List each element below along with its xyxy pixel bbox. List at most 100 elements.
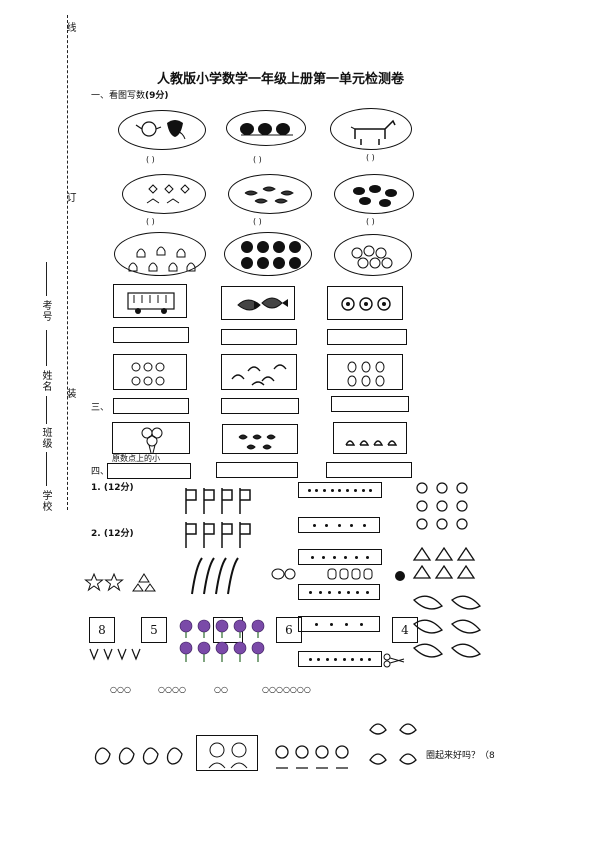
number-box: 4	[392, 617, 418, 643]
pear-icon	[271, 568, 373, 580]
picture-box-flowers	[327, 286, 403, 320]
answer-paren[interactable]: ( )	[366, 153, 375, 162]
bus-icon	[127, 292, 175, 314]
fish-icon	[238, 434, 276, 450]
picture-box-ducks	[333, 422, 407, 454]
field-label-class: 班级	[40, 427, 51, 449]
section4-partial-text: 原数点上的小	[112, 454, 160, 463]
oval-picture-5	[228, 174, 312, 214]
answer-box[interactable]	[113, 327, 189, 343]
oval-picture-8	[224, 232, 312, 276]
q1-heading: 1. (12分)	[91, 484, 134, 493]
bird-mushroom-icon	[135, 120, 186, 140]
oval-picture-2	[226, 110, 306, 146]
dot-box-4	[298, 616, 380, 632]
q1-points: (12分)	[103, 483, 134, 493]
banana-icon	[191, 557, 239, 595]
dot-box-7	[298, 584, 380, 600]
circle-group: ○○	[214, 685, 228, 694]
cup-icon	[89, 648, 141, 661]
q2-points: (12分)	[103, 529, 134, 539]
picture-box-balloons	[112, 422, 190, 454]
picture-box-apples	[113, 354, 187, 390]
snail-icon	[240, 123, 293, 136]
picture-box-fish-small	[222, 424, 298, 454]
number-box: 6	[276, 617, 302, 643]
binding-label-staple: 订	[64, 192, 75, 203]
ball-icon	[241, 241, 301, 269]
chick-icon	[275, 745, 349, 769]
section1-label: 一、看图写数	[91, 91, 146, 101]
binding-label-bind: 装	[64, 388, 75, 399]
answer-box[interactable]	[221, 398, 299, 414]
binding-label-line: 线	[64, 22, 75, 33]
answer-box[interactable]	[221, 329, 297, 345]
flag-icon	[185, 488, 251, 548]
dot-box-9	[298, 482, 382, 498]
oval-picture-7	[114, 232, 206, 276]
picture-box-birds	[221, 354, 297, 390]
leaf-icon	[146, 184, 190, 204]
field-line-name[interactable]	[46, 330, 47, 366]
flower-icon	[179, 619, 265, 662]
circle-group: ○○○○	[158, 685, 186, 694]
answer-paren[interactable]: ( )	[253, 217, 262, 226]
answer-box[interactable]	[216, 462, 298, 478]
answer-box[interactable]	[107, 463, 191, 479]
triangle-icon	[412, 546, 476, 579]
oval-picture-3	[330, 108, 412, 150]
oval-picture-9	[334, 234, 412, 276]
q2-number: 2.	[91, 529, 101, 539]
star-icon	[84, 572, 156, 592]
binding-dashed-line	[67, 15, 68, 510]
answer-paren[interactable]: ( )	[146, 155, 155, 164]
picture-box-bus	[113, 284, 187, 318]
leaf-icon	[412, 595, 482, 658]
answer-box[interactable]	[327, 329, 407, 345]
bottom-question-text: 圈起来好吗？（8	[426, 751, 495, 761]
field-label-name: 姓名	[40, 370, 51, 392]
oval-picture-1	[118, 110, 206, 150]
pear-icon	[347, 361, 385, 387]
answer-box[interactable]	[326, 462, 412, 478]
bell-icon	[128, 246, 196, 272]
answer-box[interactable]	[113, 398, 189, 414]
number-box: 8	[89, 617, 115, 643]
oval-picture-6	[334, 174, 414, 214]
section1-heading: 一、看图写数(9分)	[91, 92, 169, 101]
cloud-icon	[351, 245, 393, 269]
q2-heading: 2. (12分)	[91, 530, 134, 539]
acorn-icon	[395, 571, 405, 581]
children-icon	[208, 742, 248, 769]
field-label-school: 学校	[40, 490, 51, 512]
chick-icon	[353, 185, 397, 207]
section3-label: 三、	[91, 403, 110, 413]
dot-box-5	[298, 517, 380, 533]
picture-box-pears	[327, 354, 403, 390]
bird-icon	[231, 364, 287, 386]
duckling-icon	[369, 723, 417, 765]
page-title: 人教版小学数学一年级上册第一单元检测卷	[157, 72, 405, 87]
answer-box[interactable]	[331, 396, 409, 412]
circle-group: ○○○	[110, 685, 131, 694]
dot-box-6	[298, 549, 382, 565]
donkey-icon	[350, 119, 396, 145]
answer-paren[interactable]: ( )	[146, 217, 155, 226]
picture-box-children	[196, 735, 258, 771]
field-line-exam-no[interactable]	[46, 262, 47, 296]
oval-picture-4	[122, 174, 206, 214]
field-line-school[interactable]	[46, 452, 47, 486]
grapes-icon	[416, 482, 468, 530]
duck-icon	[345, 440, 398, 446]
section1-points: (9分)	[145, 91, 169, 101]
scissors-icon	[383, 653, 405, 668]
number-box: 5	[141, 617, 167, 643]
answer-paren[interactable]: ( )	[366, 217, 375, 226]
fish-icon	[237, 297, 288, 311]
field-line-class[interactable]	[46, 396, 47, 424]
apple-icon	[131, 362, 165, 386]
balloon-icon	[141, 427, 163, 454]
picture-box-fish	[221, 286, 295, 320]
answer-paren[interactable]: ( )	[253, 155, 262, 164]
fish-icon	[244, 186, 294, 204]
